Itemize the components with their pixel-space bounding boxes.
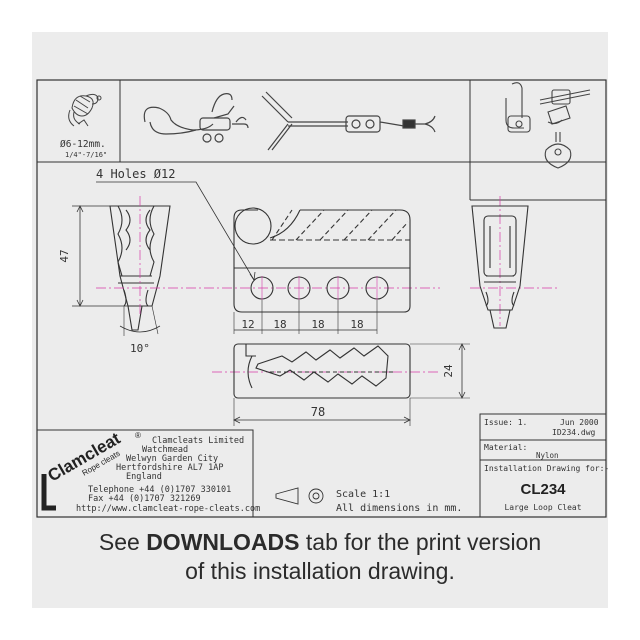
holes-label: 4 Holes Ø12 (96, 167, 175, 181)
length-dimension: 78 (311, 405, 325, 419)
end-view-right (471, 205, 529, 329)
leader-arrow (249, 271, 256, 282)
hole-spacing-dim: 18 (273, 318, 286, 331)
hole-spacing-dim: 18 (350, 318, 363, 331)
downloads-note: See DOWNLOADS tab for the print version … (32, 528, 608, 586)
downloads-note-line2: of this installation drawing. (185, 558, 455, 584)
downloads-note-line1: See DOWNLOADS tab for the print version (32, 528, 608, 557)
hole-spacing-dim: 12 (241, 318, 254, 331)
installed-cleat-illustration (505, 82, 591, 169)
height-dimension: 47 (58, 249, 71, 262)
install-label: Installation Drawing for:- (484, 464, 609, 473)
company-block (36, 429, 254, 518)
shackle-illustration (261, 91, 436, 151)
issue-label: Issue: 1. (484, 418, 527, 427)
angle-arc (119, 325, 161, 333)
company-city: Welwyn Garden City (126, 454, 218, 464)
projection-symbol (308, 488, 324, 504)
dimension-arrows (233, 416, 411, 424)
elevation-view (233, 343, 411, 399)
company-fax: Fax +44 (0)1707 321269 (88, 494, 201, 504)
projection-symbol (275, 487, 299, 505)
company-telephone: Telephone +44 (0)1707 330101 (88, 485, 231, 495)
holes-leader (96, 181, 255, 281)
dimension-arrows (458, 343, 466, 399)
angle-line (151, 305, 159, 335)
rope-loop-icon (68, 93, 102, 127)
loop-size-in: 1/4"-7/16" (65, 151, 107, 159)
snap-hook-illustration (143, 93, 249, 143)
logo-registered: ® (135, 431, 141, 440)
company-county: Hertfordshire AL7 1AP (116, 463, 223, 473)
company-name: Clamcleats Limited (152, 436, 244, 446)
plan-view (233, 207, 411, 313)
units-text: All dimensions in mm. (336, 503, 462, 514)
company-street: Watchmead (142, 445, 188, 455)
note-text: See (98, 529, 147, 555)
part-number: CL234 (520, 481, 566, 498)
hole-spacing-dim: 18 (311, 318, 324, 331)
title-block (479, 413, 607, 518)
downloads-emphasis: DOWNLOADS (146, 529, 300, 555)
part-name: Large Loop Cleat (504, 503, 581, 512)
company-web: http://www.clamcleat-rope-cleats.com (76, 504, 260, 514)
scale-text: Scale 1:1 (336, 489, 390, 500)
angle-dimension: 10° (130, 342, 150, 355)
width-dimension: 24 (442, 364, 455, 378)
company-country: England (126, 472, 162, 482)
logo-mark (41, 474, 56, 511)
drawing-file: ID234.dwg (552, 428, 596, 437)
issue-date: Jun 2000 (560, 418, 599, 427)
material-label: Material: (484, 443, 527, 452)
loop-size-mm: Ø6-12mm. (60, 139, 106, 150)
projection-symbol (312, 492, 320, 500)
note-text: tab for the print version (299, 529, 542, 555)
drawing-border (36, 79, 607, 518)
dimension-arrows (76, 205, 84, 307)
material-value: Nylon (536, 451, 559, 460)
